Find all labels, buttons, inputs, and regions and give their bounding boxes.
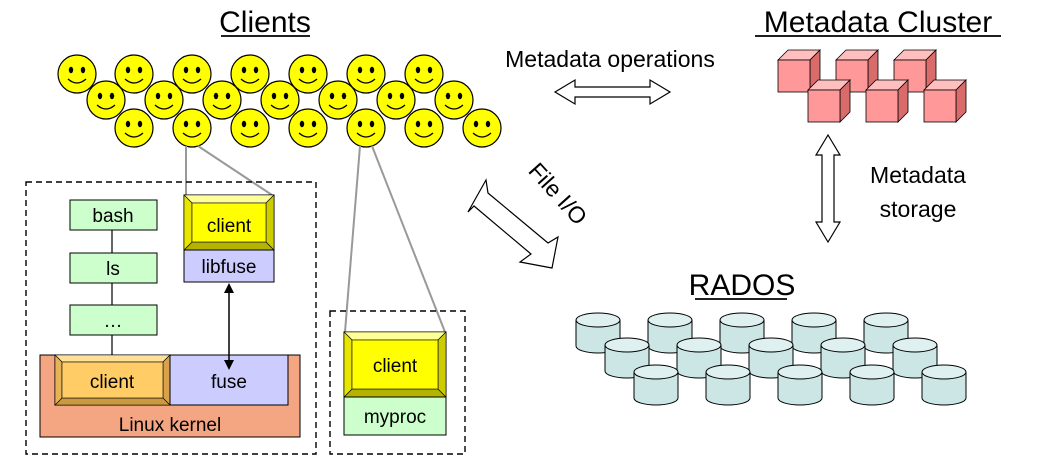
disk-cylinder-icon bbox=[849, 364, 895, 406]
smiley-face-icon bbox=[260, 80, 300, 120]
connector-line bbox=[197, 145, 273, 196]
rados-title: RADOS bbox=[689, 269, 796, 302]
cube-icon bbox=[807, 79, 851, 123]
disk-cylinder-icon bbox=[921, 364, 967, 406]
rados-disks bbox=[575, 312, 967, 406]
linux-kernel-label: Linux kernel bbox=[119, 415, 221, 436]
disk-cylinder-icon bbox=[777, 364, 823, 406]
metadata-operations-arrow bbox=[553, 78, 672, 106]
myproc-host-box bbox=[329, 310, 466, 455]
smiley-face-icon bbox=[114, 108, 154, 148]
libfuse-client-box bbox=[183, 194, 275, 251]
clients-title: Clients bbox=[219, 6, 311, 39]
myproc-label: myproc bbox=[364, 407, 426, 428]
connector-line bbox=[344, 145, 361, 333]
libfuse-box bbox=[183, 249, 275, 283]
smiley-face-icon bbox=[376, 80, 416, 120]
file-io-label: File I/O bbox=[523, 157, 592, 229]
smiley-face-icon bbox=[462, 108, 502, 148]
smiley-face-icon bbox=[57, 54, 97, 94]
libfuse-client-label: client bbox=[207, 216, 252, 237]
kernel-client-box bbox=[54, 354, 171, 406]
client-smileys bbox=[57, 54, 502, 148]
fuse-label: fuse bbox=[211, 372, 247, 393]
metadata-storage-arrow bbox=[814, 133, 842, 244]
smiley-face-icon bbox=[346, 108, 386, 148]
bash-box bbox=[69, 199, 158, 231]
cube-icon bbox=[923, 79, 967, 123]
cube-icon bbox=[865, 79, 909, 123]
myproc-client-box bbox=[343, 331, 447, 398]
file-io-arrow bbox=[467, 178, 559, 269]
libfuse-fuse-arrow bbox=[224, 283, 234, 370]
metadata-cluster-cubes bbox=[777, 49, 967, 123]
smiley-face-icon bbox=[288, 108, 328, 148]
disk-cylinder-icon bbox=[633, 364, 679, 406]
metadata-cluster-title: Metadata Cluster bbox=[764, 6, 992, 39]
metadata-operations-label: Metadata operations bbox=[505, 46, 715, 72]
ellipsis-label: … bbox=[104, 311, 123, 332]
ellipsis-box bbox=[69, 304, 158, 336]
metadata-storage-label-line1: Metadata bbox=[870, 162, 966, 188]
smiley-face-icon bbox=[86, 80, 126, 120]
metadata-storage-label-line2: storage bbox=[880, 196, 957, 222]
ls-box bbox=[69, 252, 158, 284]
smiley-face-icon bbox=[318, 80, 358, 120]
smiley-face-icon bbox=[172, 108, 212, 148]
smiley-face-icon bbox=[144, 80, 184, 120]
myproc-box bbox=[343, 396, 447, 436]
kernel-host-box bbox=[25, 181, 317, 455]
smiley-face-icon bbox=[202, 80, 242, 120]
libfuse-label: libfuse bbox=[202, 257, 257, 278]
connector-line bbox=[371, 145, 446, 333]
ls-label: ls bbox=[106, 259, 120, 280]
smiley-face-icon bbox=[404, 108, 444, 148]
myproc-client-label: client bbox=[373, 356, 418, 377]
disk-cylinder-icon bbox=[705, 364, 751, 406]
kernel-client-label: client bbox=[90, 372, 135, 393]
smiley-face-icon bbox=[230, 108, 270, 148]
bash-label: bash bbox=[92, 206, 133, 227]
smiley-face-icon bbox=[434, 80, 474, 120]
